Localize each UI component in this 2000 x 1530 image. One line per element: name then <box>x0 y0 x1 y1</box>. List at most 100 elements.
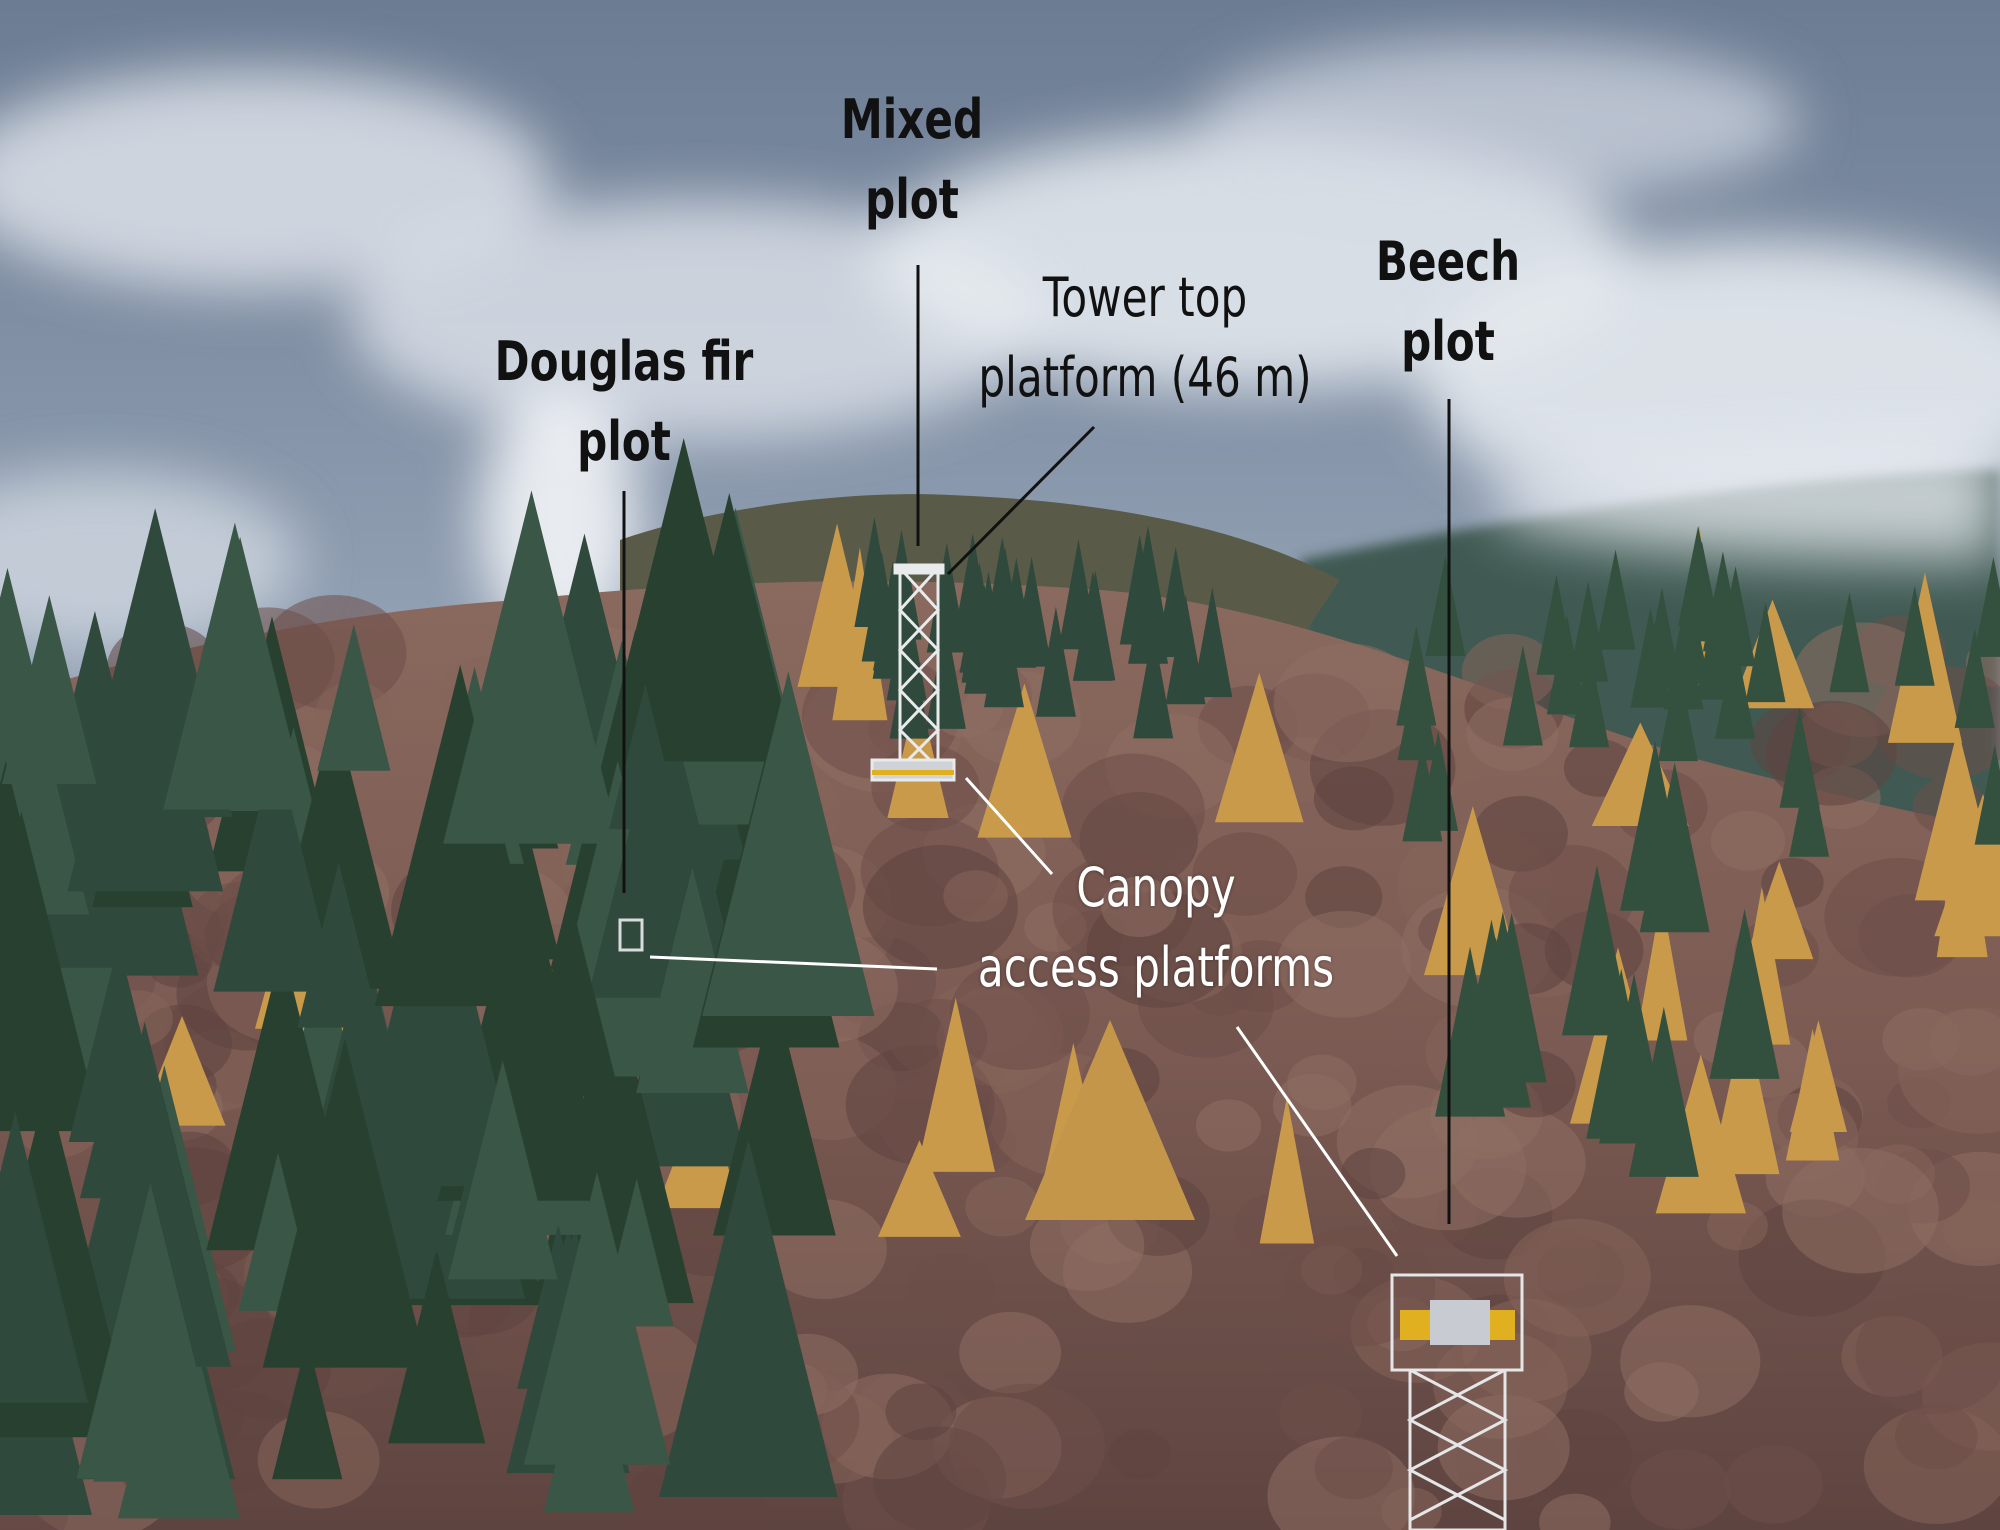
tree <box>1620 1305 1761 1418</box>
tree <box>702 671 875 1017</box>
tree <box>959 1311 1062 1394</box>
tree <box>949 957 1090 1071</box>
tree <box>1192 832 1298 916</box>
tree <box>1029 1199 1145 1291</box>
tree <box>1402 741 1443 842</box>
tree <box>1657 661 1698 762</box>
label-canopy-access: Canopy access platforms <box>978 848 1334 1008</box>
tree <box>1595 549 1636 650</box>
tree <box>1075 570 1116 681</box>
tree <box>1058 539 1099 650</box>
tree <box>948 1383 1106 1509</box>
tree <box>1894 585 1935 686</box>
tree <box>1119 534 1160 645</box>
tree <box>1829 592 1870 693</box>
tree <box>961 572 1002 683</box>
tree <box>1635 895 1688 1041</box>
label-line: Douglas fir <box>494 330 754 393</box>
tree <box>1936 790 1988 958</box>
tree <box>1641 587 1682 688</box>
tree <box>1715 566 1756 667</box>
tree <box>887 689 949 818</box>
label-douglas-fir-plot: Douglas fir plot <box>495 322 754 482</box>
tree <box>797 523 877 687</box>
tree <box>447 1060 558 1280</box>
tree <box>1707 1201 1768 1251</box>
label-beech-plot: Beech plot <box>1376 222 1520 382</box>
tree <box>1314 1436 1394 1500</box>
tree <box>1460 937 1531 1108</box>
tree <box>523 1171 671 1465</box>
label-line: plot <box>577 410 671 473</box>
tree <box>521 898 620 1097</box>
tree <box>1943 1199 2000 1260</box>
tree <box>76 1183 225 1479</box>
tree <box>1715 638 1756 739</box>
towers <box>618 563 1524 1530</box>
tree <box>1894 1403 1978 1470</box>
label-line: Tower top <box>1042 266 1248 329</box>
tree <box>873 560 914 671</box>
tree <box>907 1253 996 1324</box>
tree <box>1745 602 1786 703</box>
label-line: Beech <box>1375 230 1521 293</box>
tree <box>443 490 620 844</box>
tree <box>1789 1020 1847 1132</box>
canopy-line-beech <box>1235 1026 1399 1257</box>
label-mixed-plot: Mixed plot <box>841 80 983 240</box>
tree <box>1061 753 1205 869</box>
tree <box>1025 1020 1195 1220</box>
tree <box>1305 866 1383 928</box>
tree <box>348 840 522 1187</box>
tree <box>0 811 102 1132</box>
tree <box>1101 876 1177 938</box>
tree <box>1710 1013 1780 1175</box>
tree <box>1569 647 1610 748</box>
label-line: plot <box>1401 310 1495 373</box>
label-line: access platforms <box>977 936 1335 999</box>
tree <box>1273 643 1422 763</box>
label-line: Mixed <box>840 88 984 151</box>
tree <box>965 1176 1040 1237</box>
tree <box>1539 1493 1611 1530</box>
tree <box>67 579 224 892</box>
tree <box>1954 627 1995 728</box>
tower-top-line <box>946 425 1096 576</box>
tree <box>68 942 169 1142</box>
tree <box>1397 660 1438 761</box>
tree <box>1133 628 1174 739</box>
tree <box>1165 594 1206 705</box>
leader-lines <box>622 265 1451 1257</box>
label-tower-top: Tower top platform (46 m) <box>978 258 1311 418</box>
tree <box>877 1140 961 1237</box>
tree <box>1272 1073 1352 1137</box>
douglas-platform <box>618 918 644 952</box>
tree <box>262 1038 428 1368</box>
tree <box>659 1139 838 1497</box>
tree <box>272 1338 343 1480</box>
tree <box>1568 581 1609 682</box>
tree <box>1502 645 1543 746</box>
tree <box>388 1248 486 1444</box>
tree <box>1011 556 1052 667</box>
tree <box>213 744 338 992</box>
tree <box>0 1111 89 1403</box>
label-line: plot <box>865 168 959 231</box>
tree <box>317 624 391 771</box>
tree <box>662 492 797 761</box>
tree <box>1782 1148 1939 1274</box>
tree <box>1276 910 1411 1019</box>
tree <box>916 997 996 1172</box>
tree <box>1259 1096 1315 1244</box>
tree <box>1425 555 1466 656</box>
tree <box>1974 744 2000 845</box>
label-line: Canopy <box>1076 856 1236 919</box>
tree <box>1035 606 1076 717</box>
tree <box>1678 525 1719 626</box>
tree <box>1898 1007 2000 1134</box>
tree <box>1195 1099 1262 1152</box>
tree <box>977 683 1072 838</box>
tree <box>1341 1147 1406 1200</box>
